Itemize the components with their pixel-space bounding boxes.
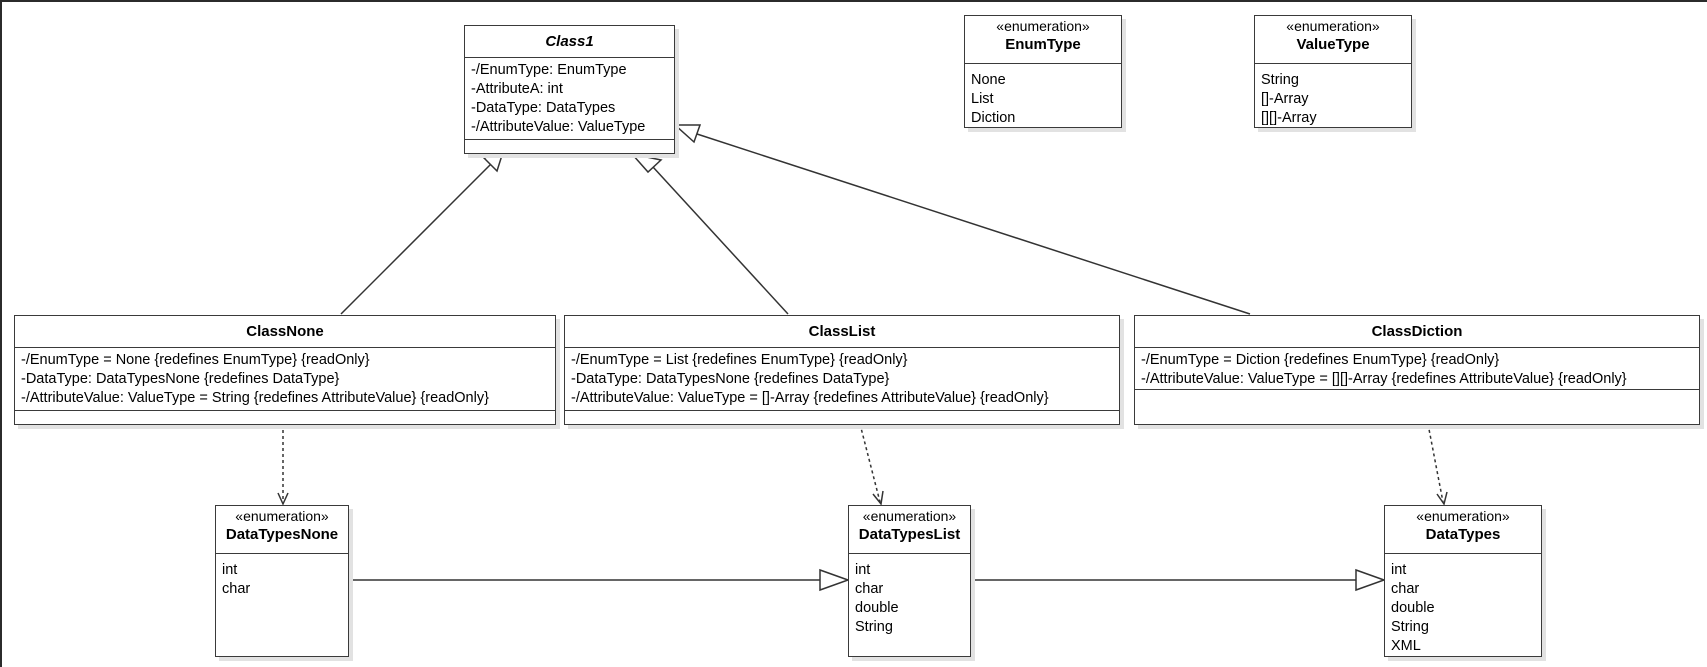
- class-classdiction[interactable]: ClassDiction -/EnumType = Diction {redef…: [1134, 315, 1700, 425]
- enum-literal: XML: [1391, 638, 1421, 654]
- attribute-row: -/AttributeValue: ValueType = []-Array {…: [571, 390, 1049, 406]
- gen-arrowhead-classlist: [629, 152, 663, 174]
- attribute-compartment: -/EnumType = List {redefines EnumType} {…: [565, 348, 1119, 411]
- dep-line-classdiction[interactable]: [1427, 423, 1444, 503]
- enum-header: «enumeration» EnumType: [965, 16, 1121, 64]
- attribute-compartment: -/EnumType = None {redefines EnumType} {…: [15, 348, 555, 411]
- literal-compartment: int char: [216, 554, 348, 601]
- attribute-row: -/EnumType = None {redefines EnumType} {…: [21, 352, 370, 368]
- attribute-row: -DataType: DataTypes: [471, 100, 616, 116]
- operation-compartment: [465, 140, 674, 148]
- enum-literal: String: [1391, 619, 1429, 635]
- gen-arrowhead-datatypesnone: [819, 568, 851, 592]
- gen-line-classlist[interactable]: [652, 166, 789, 315]
- enum-literal: List: [971, 91, 994, 107]
- enum-literal: String: [855, 619, 893, 635]
- dep-arrowhead-classdiction: [1436, 491, 1448, 506]
- gen-arrowhead-classdiction: [673, 124, 702, 144]
- enum-enumtype[interactable]: «enumeration» EnumType None List Diction: [964, 15, 1122, 128]
- enum-datatypes[interactable]: «enumeration» DataTypes int char double …: [1384, 505, 1542, 657]
- enum-header: «enumeration» DataTypesNone: [216, 506, 348, 554]
- class-classnone[interactable]: ClassNone -/EnumType = None {redefines E…: [14, 315, 556, 425]
- class-name: ClassNone: [246, 323, 324, 340]
- enum-header: «enumeration» DataTypes: [1385, 506, 1541, 554]
- class-header: ClassNone: [15, 316, 555, 348]
- enum-literal: double: [1391, 600, 1435, 616]
- enum-stereotype: «enumeration»: [1416, 508, 1510, 524]
- attribute-row: -/EnumType: EnumType: [471, 62, 627, 78]
- operation-compartment: [565, 411, 1119, 419]
- enum-stereotype: «enumeration»: [235, 508, 329, 524]
- class-classlist[interactable]: ClassList -/EnumType = List {redefines E…: [564, 315, 1120, 425]
- enum-literal: int: [855, 562, 871, 578]
- attribute-row: -/EnumType = Diction {redefines EnumType…: [1141, 352, 1500, 368]
- enum-stereotype: «enumeration»: [862, 508, 957, 524]
- enum-datatypeslist[interactable]: «enumeration» DataTypesList int char dou…: [848, 505, 971, 657]
- class-class1[interactable]: Class1 -/EnumType: EnumType -AttributeA:…: [464, 25, 675, 154]
- attribute-row: -DataType: DataTypesNone {redefines Data…: [21, 371, 340, 387]
- enum-literal: char: [855, 581, 884, 597]
- enum-name: DataTypes: [1425, 526, 1501, 543]
- enum-literal: []-Array: [1261, 91, 1309, 107]
- enum-stereotype: «enumeration»: [996, 18, 1090, 34]
- enum-literal: char: [1391, 581, 1420, 597]
- dep-line-classlist[interactable]: [859, 423, 881, 503]
- enum-name: DataTypesList: [858, 526, 961, 543]
- enum-valuetype[interactable]: «enumeration» ValueType String []-Array …: [1254, 15, 1412, 128]
- literal-compartment: int char double String: [849, 554, 970, 639]
- enum-literal: String: [1261, 72, 1299, 88]
- enum-literal: Diction: [971, 110, 1016, 126]
- attribute-row: -DataType: DataTypesNone {redefines Data…: [571, 371, 890, 387]
- attribute-row: -/AttributeValue: ValueType: [471, 119, 646, 135]
- enum-header: «enumeration» DataTypesList: [849, 506, 970, 554]
- gen-arrowhead-classnone: [482, 150, 505, 173]
- enum-literal: char: [222, 581, 251, 597]
- enum-literal: None: [971, 72, 1006, 88]
- enum-literal: int: [1391, 562, 1407, 578]
- class-header: ClassDiction: [1135, 316, 1699, 348]
- class-header: ClassList: [565, 316, 1119, 348]
- gen-line-classnone[interactable]: [340, 162, 493, 315]
- literal-compartment: None List Diction: [965, 64, 1121, 130]
- attribute-compartment: -/EnumType: EnumType -AttributeA: int -D…: [465, 58, 674, 140]
- operation-compartment: [15, 411, 555, 419]
- enum-header: «enumeration» ValueType: [1255, 16, 1411, 64]
- attribute-row: -/EnumType = List {redefines EnumType} {…: [571, 352, 908, 368]
- literal-compartment: int char double String XML: [1385, 554, 1541, 658]
- operation-compartment: [1135, 390, 1699, 398]
- enum-literal: int: [222, 562, 238, 578]
- enum-name: EnumType: [1005, 36, 1081, 53]
- attribute-row: -/AttributeValue: ValueType = [][]-Array…: [1141, 371, 1627, 387]
- enum-name: ValueType: [1296, 36, 1370, 53]
- class-name: ClassDiction: [1371, 323, 1463, 340]
- enum-literal: [][]-Array: [1261, 110, 1317, 126]
- enum-datatypesnone[interactable]: «enumeration» DataTypesNone int char: [215, 505, 349, 657]
- class-name: ClassList: [808, 323, 876, 340]
- class-name: Class1: [545, 33, 594, 50]
- attribute-compartment: -/EnumType = Diction {redefines EnumType…: [1135, 348, 1699, 390]
- enum-stereotype: «enumeration»: [1286, 18, 1380, 34]
- enum-name: DataTypesNone: [225, 526, 339, 543]
- attribute-row: -AttributeA: int: [471, 81, 563, 97]
- enum-literal: double: [855, 600, 899, 616]
- literal-compartment: String []-Array [][]-Array: [1255, 64, 1411, 130]
- attribute-row: -/AttributeValue: ValueType = String {re…: [21, 390, 489, 406]
- gen-line-classdiction[interactable]: [696, 133, 1251, 315]
- dep-arrowhead-classnone: [277, 492, 289, 506]
- gen-arrowhead-datatypeslist: [1355, 568, 1387, 592]
- dep-arrowhead-classlist: [872, 490, 884, 506]
- class-header: Class1: [465, 26, 674, 58]
